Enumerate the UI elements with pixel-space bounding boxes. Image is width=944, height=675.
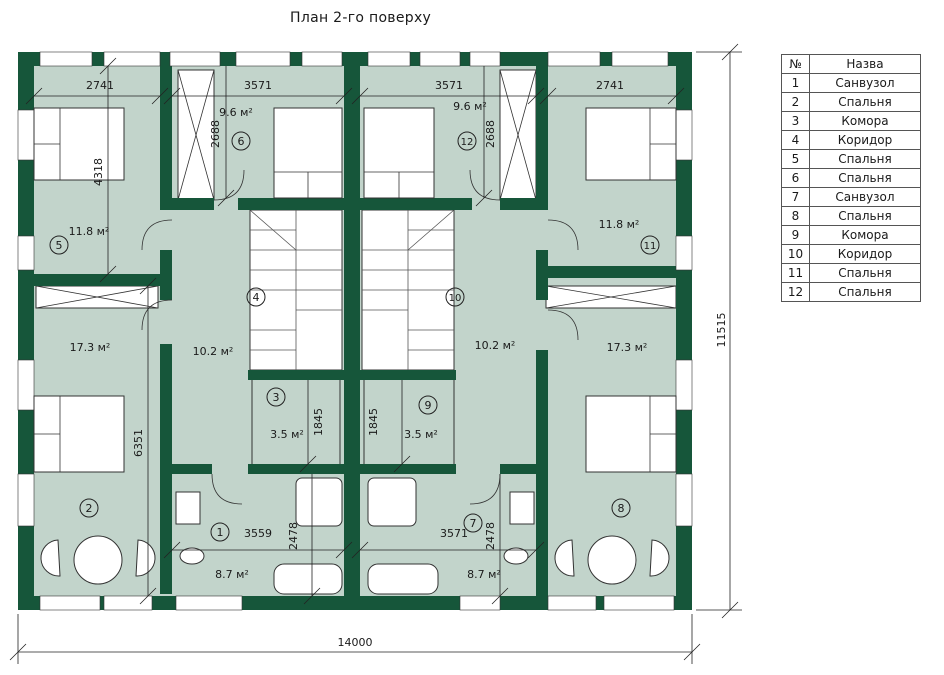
legend-name: Коридор [809, 130, 921, 150]
legend-no: 8 [781, 206, 810, 226]
dim-room5-vertical: 4318 [92, 158, 105, 186]
room-number-circles [49, 131, 660, 542]
dim-room9-vertical: 1845 [367, 408, 380, 436]
legend-no: 6 [781, 168, 810, 188]
room-8-area: 17.3 м² [607, 341, 648, 354]
dim-overall-height: 11515 [715, 313, 728, 348]
legend-name: Спальня [809, 92, 921, 112]
legend-name: Спальня [809, 168, 921, 188]
dim-bath-right-width: 3571 [440, 527, 468, 540]
room-3-area: 3.5 м² [270, 428, 304, 441]
legend-name: Спальня [809, 149, 921, 169]
room-5-number: 5 [56, 239, 63, 252]
room-3-number: 3 [273, 391, 280, 404]
room-11-number: 11 [644, 241, 657, 252]
dim-top-mid-left: 3571 [244, 79, 272, 92]
legend-name: Спальня [809, 206, 921, 226]
room-6-area: 9.6 м² [219, 106, 253, 119]
stairs-left [249, 209, 343, 371]
legend-name: Спальня [809, 282, 921, 302]
windows [17, 51, 693, 611]
dim-overall-width: 14000 [338, 636, 373, 649]
room-10-number: 10 [449, 293, 462, 304]
room-10-area: 10.2 м² [475, 339, 516, 352]
dim-top-mid-right: 3571 [435, 79, 463, 92]
legend-header-no: № [781, 54, 810, 74]
legend-name: Санвузол [809, 73, 921, 93]
dim-top-left: 2741 [86, 79, 114, 92]
legend-no: 2 [781, 92, 810, 112]
room-9-area: 3.5 м² [404, 428, 438, 441]
stairs-right [361, 209, 455, 371]
overall-dimensions [9, 43, 742, 664]
dim-top-right: 2741 [596, 79, 624, 92]
legend-no: 11 [781, 263, 810, 283]
door-swings [141, 169, 579, 505]
dim-room6-vertical: 2688 [209, 120, 222, 148]
room-8-number: 8 [618, 502, 625, 515]
room-9-number: 9 [425, 399, 432, 412]
room-4-area: 10.2 м² [193, 345, 234, 358]
legend-name: Санвузол [809, 187, 921, 207]
room-6-number: 6 [238, 135, 245, 148]
legend-no: 4 [781, 130, 810, 150]
dim-room2-vertical: 6351 [132, 429, 145, 457]
room-4-number: 4 [253, 291, 260, 304]
legend-name: Спальня [809, 263, 921, 283]
plan-title: План 2-го поверху [290, 10, 432, 26]
legend-no: 10 [781, 244, 810, 264]
room-1-number: 1 [217, 526, 224, 539]
dim-room3-vertical: 1845 [312, 408, 325, 436]
furniture-tables [40, 535, 670, 585]
room-12-number: 12 [461, 137, 474, 148]
dimension-lines [25, 57, 685, 605]
legend-no: 12 [781, 282, 810, 302]
dim-bath-left-width: 3559 [244, 527, 272, 540]
legend-no: 9 [781, 225, 810, 245]
floor-plan: 1 2 3 4 5 6 7 8 9 10 11 12 8.7 м² 17.3 м… [9, 43, 742, 664]
legend-name: Комора [809, 225, 921, 245]
legend-name: Коридор [809, 244, 921, 264]
legend-no: 5 [781, 149, 810, 169]
legend-no: 7 [781, 187, 810, 207]
room-7-number: 7 [470, 517, 477, 530]
room-12-area: 9.6 м² [453, 100, 487, 113]
dim-room12-vertical: 2688 [484, 120, 497, 148]
room-5-area: 11.8 м² [69, 225, 110, 238]
room-1-area: 8.7 м² [215, 568, 249, 581]
legend-name: Комора [809, 111, 921, 131]
room-11-area: 11.8 м² [599, 218, 640, 231]
bath-fixtures [175, 477, 535, 595]
room-2-area: 17.3 м² [70, 341, 111, 354]
legend-header-row: № Назва [781, 54, 921, 74]
legend-no: 1 [781, 73, 810, 93]
dim-bath-left-vertical: 2478 [287, 522, 300, 550]
legend-no: 3 [781, 111, 810, 131]
dim-bath-right-vertical: 2478 [484, 522, 497, 550]
room-7-area: 8.7 м² [467, 568, 501, 581]
room-2-number: 2 [86, 502, 93, 515]
legend-header-name: Назва [809, 54, 921, 74]
